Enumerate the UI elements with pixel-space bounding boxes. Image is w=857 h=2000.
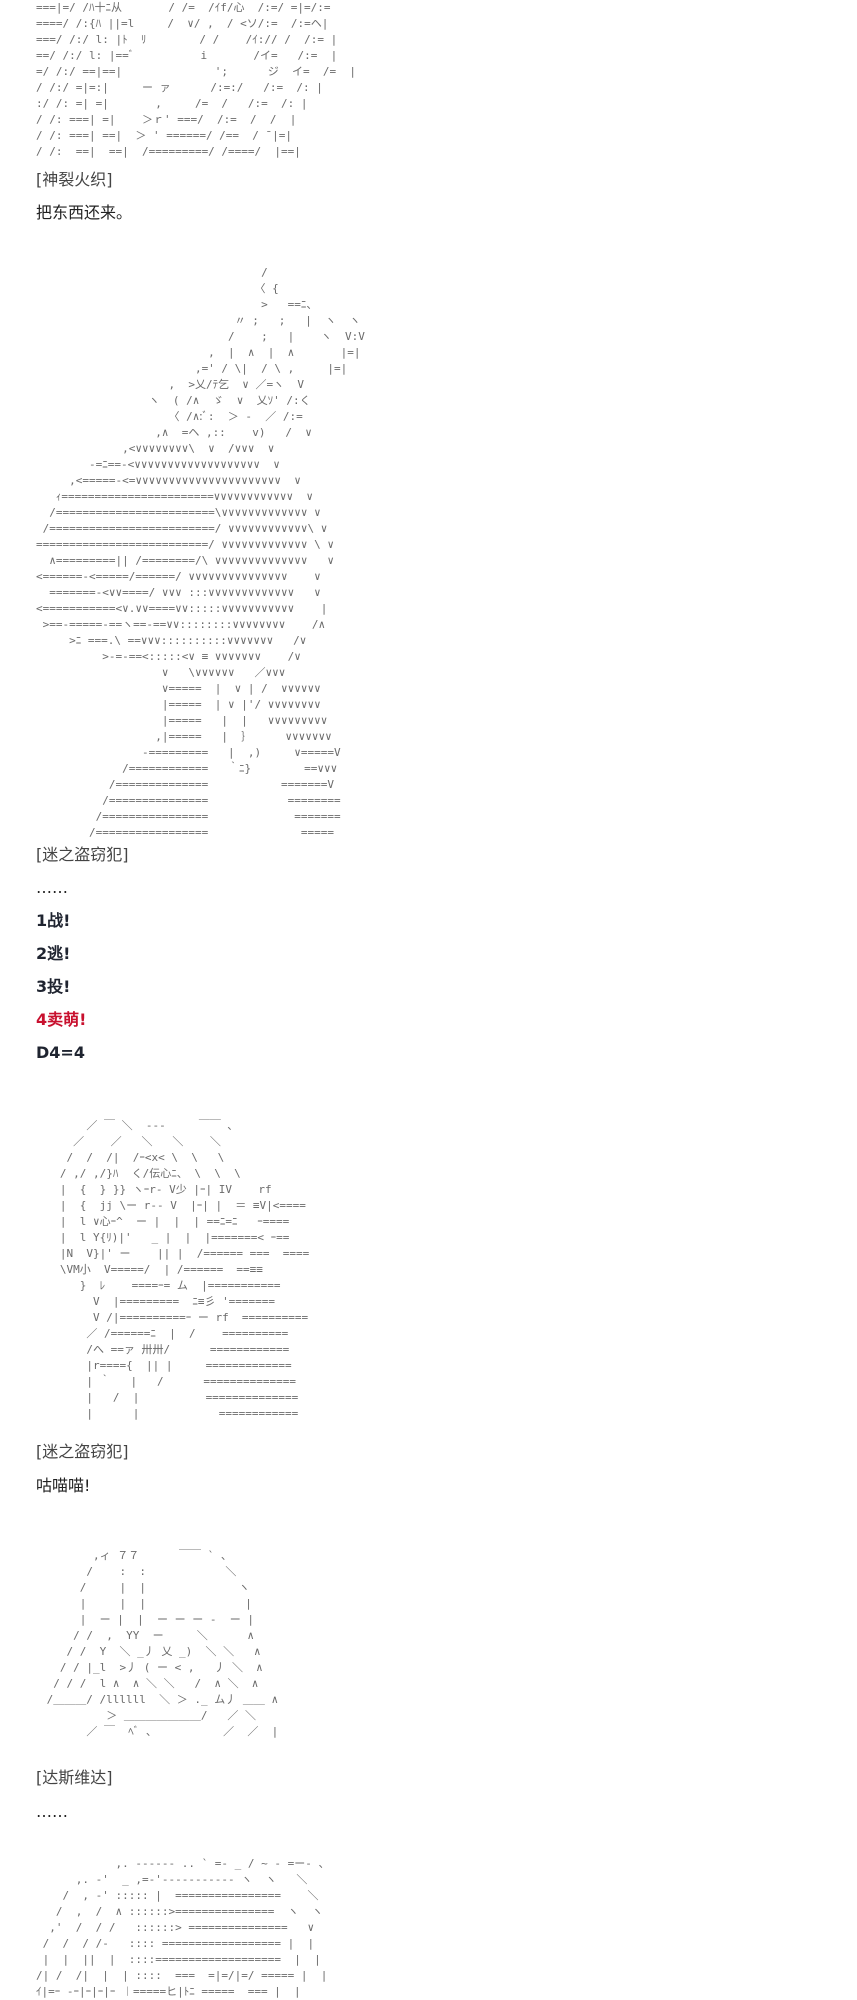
speaker-label: [迷之盗窃犯]	[36, 845, 129, 864]
ascii-art-kanzaki: ===|=/ /ﾊ十ﾆ从 / /= /ｲf/心 /:=/ =|=/:= ====…	[36, 1, 357, 158]
ascii-art-thief-leaping: / 〈 { > ==ﾆ、 〃 ; ; | ヽ ヽ / ; | ヽ V:V	[36, 266, 365, 839]
option-fight: 1战!	[36, 911, 71, 930]
speaker-label: [达斯维达]	[36, 1768, 113, 1787]
option-flee: 2逃!	[36, 944, 71, 963]
speaker-label: [神裂火织]	[36, 170, 113, 189]
ascii-art-scene: ,. ------ .. ` =- _ / ~ - =ー- 、 ,. -' _ …	[36, 1857, 330, 1998]
ascii-art-thief-cat: ／ ￣ ＼ --- ￣￣ ､ ／ ／ ＼ ＼ ＼ / / /| /ｰ<x< \ …	[59, 1119, 310, 1420]
option-cute: 4卖萌!	[36, 1010, 87, 1029]
dialogue-line: 把东西还来。	[36, 203, 133, 222]
dialogue-line: ……	[36, 878, 68, 897]
option-throw: 3投!	[36, 977, 71, 996]
dice-result: D4=4	[36, 1043, 85, 1062]
ascii-art-vader: ,ィ ７７ ￣￣ ` 、 / : : ＼ / | | ヽ | | | | | ー…	[46, 1549, 279, 1738]
speaker-label: [迷之盗窃犯]	[36, 1442, 129, 1461]
dialogue-line: 咕喵喵!	[36, 1476, 91, 1495]
dialogue-line: ……	[36, 1802, 68, 1821]
